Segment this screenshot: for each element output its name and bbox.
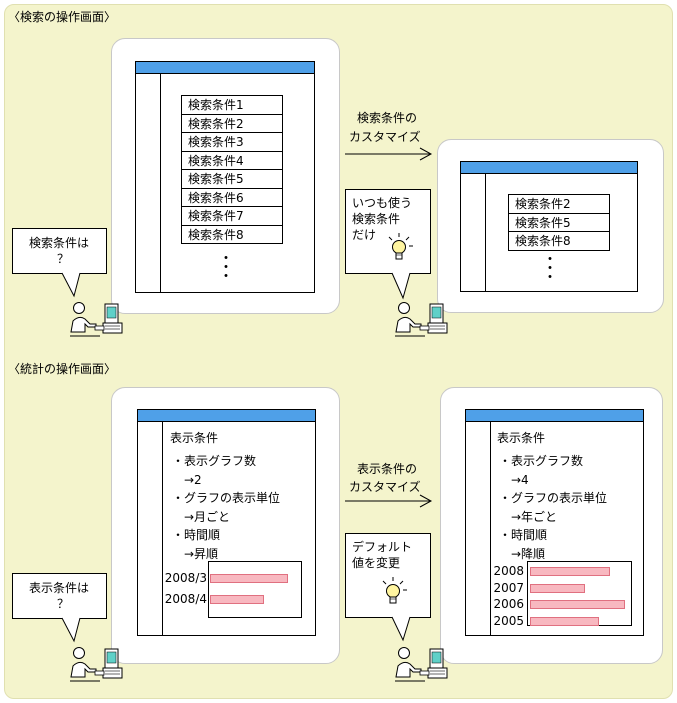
stats-before-conditions: ・表示グラフ数 →2 ・グラフの表示単位 →月ごと・時間順 →昇順 bbox=[172, 452, 280, 563]
window-title-bar bbox=[136, 62, 314, 74]
stats-after-conditions: ・表示グラフ数 →4 ・グラフの表示単位 →年ごと・時間順 →降順 bbox=[499, 452, 607, 563]
search-idea-bubble: いつも使う 検索条件 だけ bbox=[345, 189, 431, 274]
search-condition-item[interactable]: 検索条件5 bbox=[181, 169, 283, 189]
user-at-computer-icon bbox=[69, 302, 123, 337]
search-condition-item[interactable]: 検索条件1 bbox=[181, 95, 283, 115]
user-at-computer-icon bbox=[394, 302, 448, 337]
user-at-computer-icon bbox=[69, 647, 123, 682]
stats-section-title: 〈統計の操作画面〉 bbox=[8, 362, 117, 376]
display-condition-line: ・グラフの表示単位 bbox=[499, 491, 608, 505]
chart-category-label: 2008/4 bbox=[164, 592, 207, 606]
display-condition-line: →年ごと bbox=[499, 509, 558, 524]
chart-category-label: 2005 bbox=[493, 613, 524, 628]
bubble-line: ？ bbox=[57, 597, 70, 611]
chart-bar bbox=[210, 574, 288, 583]
window-title-bar bbox=[461, 162, 637, 174]
bubble-line: 表示条件は bbox=[29, 581, 90, 595]
chart-bar bbox=[530, 616, 599, 626]
window-sidebar-divider bbox=[485, 173, 486, 291]
search-user-question-bubble: 検索条件は ？ bbox=[12, 228, 107, 274]
speech-bubble-tail bbox=[61, 617, 81, 643]
display-condition-line: →4 bbox=[499, 472, 529, 487]
display-condition-line: ・時間順 bbox=[499, 528, 548, 542]
display-condition-line: ・グラフの表示単位 bbox=[172, 491, 281, 505]
display-condition-line: ・表示グラフ数 bbox=[499, 454, 584, 468]
chart-category-label: 2008/3 bbox=[164, 571, 207, 585]
search-after-more-dots: ・・・ bbox=[543, 252, 557, 286]
display-condition-line: →昇順 bbox=[172, 546, 219, 561]
chart-bar bbox=[530, 583, 585, 593]
window-sidebar-divider bbox=[160, 73, 161, 292]
chart-category-label: 2008 bbox=[493, 564, 524, 578]
display-condition-line: ・時間順 bbox=[172, 528, 221, 542]
stats-idea-bubble: デフォルト 値を変更 bbox=[345, 533, 431, 618]
bubble-line: だけ bbox=[352, 228, 377, 242]
display-condition-line: →降順 bbox=[499, 546, 546, 561]
search-customize-label-2: カスタマイズ bbox=[349, 130, 421, 144]
search-condition-item[interactable]: 検索条件5 bbox=[508, 212, 610, 232]
stats-customize-label-2: カスタマイズ bbox=[349, 480, 421, 494]
user-at-computer-icon bbox=[394, 647, 448, 682]
display-condition-line: →月ごと bbox=[172, 509, 231, 524]
right-arrow-icon bbox=[345, 147, 433, 161]
display-condition-line: →2 bbox=[172, 472, 202, 487]
bubble-line: 検索条件は bbox=[29, 236, 90, 250]
chart-bar bbox=[530, 567, 610, 576]
search-condition-item[interactable]: 検索条件8 bbox=[181, 224, 283, 244]
search-condition-item[interactable]: 検索条件8 bbox=[508, 231, 610, 251]
bubble-line: 検索条件 bbox=[352, 212, 401, 226]
speech-bubble-tail bbox=[61, 272, 81, 298]
bubble-line: 値を変更 bbox=[352, 556, 401, 570]
speech-bubble-tail bbox=[391, 272, 411, 300]
speech-bubble-tail bbox=[391, 616, 411, 642]
light-bulb-icon bbox=[388, 232, 414, 260]
window-sidebar-divider bbox=[490, 421, 491, 635]
stats-user-question-bubble: 表示条件は ？ bbox=[12, 573, 107, 619]
chart-bar bbox=[210, 595, 264, 604]
chart-category-label: 2007 bbox=[493, 580, 524, 595]
chart-bar bbox=[530, 600, 625, 609]
stats-after-heading: 表示条件 bbox=[497, 431, 546, 445]
bubble-line: ？ bbox=[57, 252, 70, 266]
stats-before-heading: 表示条件 bbox=[170, 431, 219, 445]
light-bulb-icon bbox=[382, 576, 408, 604]
window-sidebar-divider bbox=[162, 421, 163, 635]
window-title-bar bbox=[138, 410, 315, 422]
chart-category-label: 2006 bbox=[493, 597, 524, 611]
right-arrow-icon bbox=[345, 494, 433, 508]
bubble-line: デフォルト bbox=[352, 540, 413, 554]
stats-before-chart bbox=[208, 561, 302, 618]
display-condition-line: ・表示グラフ数 bbox=[172, 454, 257, 468]
search-before-more-dots: ・・・ bbox=[219, 251, 233, 285]
search-customize-label-1: 検索条件の bbox=[357, 111, 418, 125]
bubble-line: いつも使う bbox=[352, 196, 413, 210]
search-section-title: 〈検索の操作画面〉 bbox=[8, 10, 117, 24]
search-condition-item[interactable]: 検索条件2 bbox=[508, 194, 610, 214]
window-title-bar bbox=[466, 410, 643, 422]
stats-customize-label-1: 表示条件の bbox=[357, 462, 418, 476]
